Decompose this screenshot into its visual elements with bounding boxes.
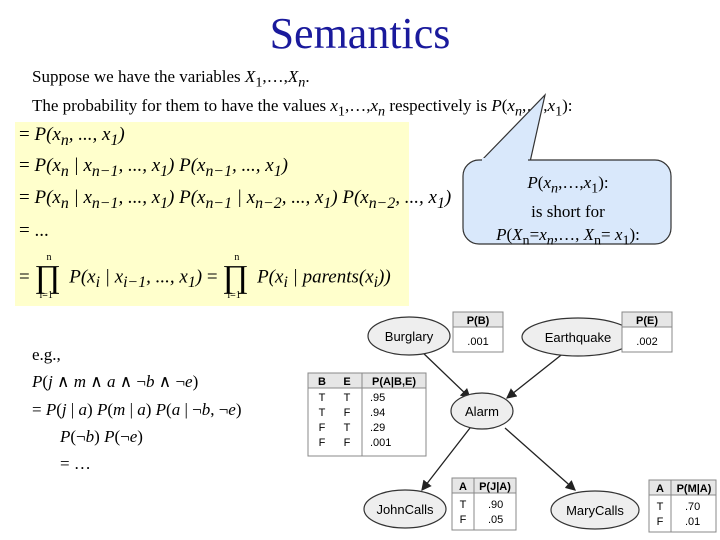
example-line-4: P(¬b) P(¬e) <box>60 427 143 446</box>
cpt-alarm-cell: T <box>344 392 351 404</box>
cpt-johncalls-cell: F <box>460 514 467 526</box>
cpt-alarm-cell: F <box>344 437 351 449</box>
cpt-alarm-cell: F <box>319 437 326 449</box>
cpt-earthquake: P(E) .002 <box>621 311 673 353</box>
cpt-johncalls-cell: .05 <box>488 514 503 526</box>
cpt-alarm-cell: .95 <box>370 392 385 404</box>
equation-line-3: = P(xn | xn−1, ..., x1) P(xn−1 | xn−2, .… <box>19 187 452 212</box>
callout-joint <box>482 158 528 164</box>
cpt-alarm-cell: T <box>344 422 351 434</box>
cpt-alarm-cell: T <box>319 392 326 404</box>
cpt-johncalls-cell: .90 <box>488 499 503 511</box>
cpt-alarm-cell: F <box>319 422 326 434</box>
node-johncalls: JohnCalls <box>363 489 447 529</box>
cpt-alarm-cell: .29 <box>370 422 385 434</box>
callout-line-3: P(Xn=xn,…, Xn= x1): <box>496 225 640 249</box>
node-burglary-label: Burglary <box>385 329 434 344</box>
edge-earthquake-alarm <box>505 351 566 399</box>
example-line-5: = … <box>60 454 91 473</box>
node-earthquake: Earthquake <box>521 317 635 357</box>
node-johncalls-label: JohnCalls <box>376 502 434 517</box>
intro-line-1: Suppose we have the variables X1,…,Xn. <box>32 67 310 91</box>
cpt-alarm-cell: .94 <box>370 407 385 419</box>
cpt-alarm-rows: T T .95 T F .94 F T .29 F F .001 <box>319 392 392 449</box>
cpt-marycalls-cell: .01 <box>685 516 700 528</box>
cpt-johncalls-header-a: A <box>459 481 467 493</box>
example-line-2: P(j ∧ m ∧ a ∧ ¬b ∧ ¬e) <box>32 372 199 391</box>
cpt-burglary-value: .001 <box>467 336 488 348</box>
equation-line-4: = ... <box>19 220 49 241</box>
equation-line-1: = P(xn, ..., x1) <box>19 124 125 149</box>
node-marycalls-label: MaryCalls <box>566 503 624 518</box>
intro-line-2: The probability for them to have the val… <box>32 96 573 120</box>
cpt-marycalls-cell: .70 <box>685 501 700 513</box>
cpt-burglary: P(B) .001 <box>452 311 504 353</box>
cpt-alarm-header-b: B <box>318 376 326 388</box>
slide-title: Semantics <box>269 9 451 58</box>
node-alarm-label: Alarm <box>465 404 499 419</box>
cpt-marycalls-cell: T <box>657 501 664 513</box>
cpt-burglary-header: P(B) <box>467 315 490 327</box>
example-label: e.g., <box>32 345 61 364</box>
cpt-earthquake-value: .002 <box>636 336 657 348</box>
cpt-marycalls: A P(M|A) T .70 F .01 <box>648 479 717 533</box>
cpt-johncalls: A P(J|A) T .90 F .05 <box>451 477 517 531</box>
edge-alarm-marycalls <box>504 427 576 491</box>
cpt-alarm-cell: .001 <box>370 437 391 449</box>
callout-line-2: is short for <box>531 202 605 222</box>
cpt-johncalls-header-p: P(J|A) <box>479 481 511 493</box>
cpt-marycalls-header-a: A <box>656 483 664 495</box>
edge-burglary-alarm <box>419 349 471 399</box>
cpt-alarm: B E P(A|B,E) T T .95 T F .94 F T .29 F F… <box>307 372 427 457</box>
cpt-earthquake-header: P(E) <box>636 315 658 327</box>
cpt-johncalls-cell: T <box>460 499 467 511</box>
callout-line-1: P(xn,…,x1): <box>527 173 609 197</box>
equation-line-2: = P(xn | xn−1, ..., x1) P(xn−1, ..., x1) <box>19 155 288 180</box>
equation-line-5: = n ∏ i=1 P(xi | xi−1, ..., x1) = n ∏ i=… <box>19 252 391 301</box>
cpt-alarm-header-p: P(A|B,E) <box>372 376 416 388</box>
cpt-johncalls-rows: T .90 F .05 <box>460 499 504 526</box>
node-earthquake-label: Earthquake <box>545 330 612 345</box>
cpt-alarm-cell: F <box>344 407 351 419</box>
example-line-3: = P(j | a) P(m | a) P(a | ¬b, ¬e) <box>32 400 242 419</box>
cpt-marycalls-cell: F <box>657 516 664 528</box>
cpt-marycalls-header-p: P(M|A) <box>677 483 712 495</box>
cpt-alarm-cell: T <box>319 407 326 419</box>
cpt-marycalls-rows: T .70 F .01 <box>657 501 701 528</box>
node-burglary: Burglary <box>367 316 451 356</box>
node-alarm: Alarm <box>450 392 514 430</box>
equation-box: = P(xn, ..., x1) = P(xn | xn−1, ..., x1)… <box>15 122 451 306</box>
node-marycalls: MaryCalls <box>550 490 640 530</box>
callout-body <box>462 159 672 245</box>
edge-alarm-johncalls <box>421 427 471 492</box>
callout-text: P(xn,…,x1): is short for P(Xn=xn,…, Xn= … <box>468 171 668 253</box>
cpt-alarm-header-e: E <box>343 376 350 388</box>
